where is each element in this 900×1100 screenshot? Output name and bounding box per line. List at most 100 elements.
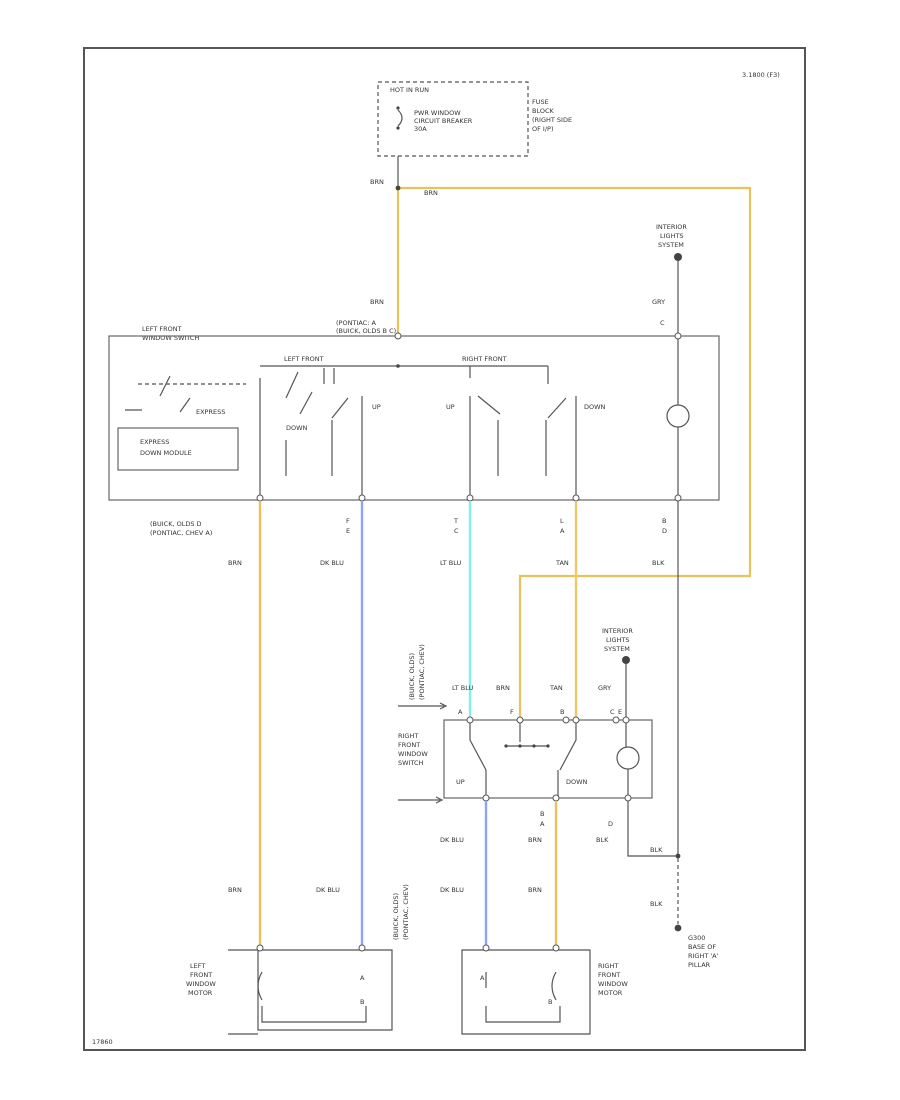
- wire-label-gry: GRY: [598, 684, 611, 692]
- interior-lights-2-terminal: [622, 656, 630, 664]
- ground-terminal: [674, 924, 682, 932]
- express-module-2: DOWN MODULE: [140, 449, 192, 457]
- left-switch-conn-2: (BUICK, OLDS B C): [336, 327, 396, 335]
- rs-bottom-pin-1: B: [540, 810, 544, 818]
- wire-label-dkblu3: DK BLU: [316, 886, 340, 894]
- right-up-label: UP: [446, 403, 455, 411]
- harness-note-1-line1: (BUICK, OLDS): [408, 653, 416, 700]
- right-switch-title-4: SWITCH: [398, 759, 424, 767]
- ground-splice-dot: [675, 853, 681, 859]
- splice-dot: [395, 185, 401, 191]
- express-label: EXPRESS: [196, 408, 225, 416]
- conn-pin-a-2: T: [453, 517, 458, 525]
- right-switch-pin-4: C: [610, 708, 615, 716]
- ground-label-4: PILLAR: [688, 961, 711, 969]
- interior-lights-2-line3: SYSTEM: [604, 645, 630, 653]
- conn-bottom-2: (PONTIAC, CHEV A): [150, 529, 212, 537]
- wire-label-tan1: TAN: [555, 559, 569, 567]
- right-front-window-motor: A B RIGHT FRONT WINDOW MOTOR: [461, 944, 628, 1035]
- left-switch-title-1: LEFT FRONT: [142, 325, 182, 333]
- right-switch-pin-2: F: [510, 708, 514, 716]
- conn-bottom-1: (BUICK, OLDS D: [150, 520, 202, 528]
- right-front-label: RIGHT FRONT: [462, 355, 507, 363]
- left-down-label: DOWN: [286, 424, 308, 432]
- right-motor-pin-b: B: [548, 998, 552, 1006]
- breaker-label-3: 30A: [414, 125, 427, 133]
- left-motor-label-4: MOTOR: [188, 989, 213, 997]
- harness-note-2-line1: (BUICK, OLDS): [392, 893, 400, 940]
- corner-note: 3.1800 (F3): [742, 71, 780, 79]
- interior-lights-2-line2: LIGHTS: [606, 636, 630, 644]
- left-front-label: LEFT FRONT: [284, 355, 324, 363]
- right-motor-label-3: WINDOW: [598, 980, 628, 988]
- wire-label-ltblu2: LT BLU: [452, 684, 474, 692]
- interior-lights-1-wire: GRY: [652, 298, 665, 306]
- wire-label-ltblu: LT BLU: [440, 559, 462, 567]
- left-switch-feed-wire: BRN: [370, 298, 384, 306]
- conn-pin-b-3: A: [560, 527, 565, 535]
- right-switch-title-2: FRONT: [398, 741, 420, 749]
- right-switch-title-1: RIGHT: [398, 732, 418, 740]
- conn-pin-b-4: D: [662, 527, 667, 535]
- wire-label-blk2: BLK: [596, 836, 609, 844]
- left-motor-label-1: LEFT: [190, 962, 205, 970]
- fuse-block-side-4: OF I/P): [532, 125, 553, 133]
- wire-label-brn2: BRN: [496, 684, 510, 692]
- right-motor-pin-a: A: [480, 974, 485, 982]
- wire-label-brn1: BRN: [228, 559, 242, 567]
- right-switch-title-3: WINDOW: [398, 750, 428, 758]
- interior-lights-1-line1: INTERIOR: [656, 223, 687, 231]
- rs-bottom-pin-2: A: [540, 820, 545, 828]
- interior-lights-1-terminal: [674, 253, 682, 261]
- splice-label-brn-left: BRN: [370, 178, 384, 186]
- fuse-block-side-2: BLOCK: [532, 107, 555, 115]
- conn-pin-a-4: B: [662, 517, 666, 525]
- right-switch-pin-3: B: [560, 708, 564, 716]
- left-motor-label-2: FRONT: [190, 971, 212, 979]
- breaker-label-2: CIRCUIT BREAKER: [414, 117, 473, 125]
- right-motor-label-4: MOTOR: [598, 989, 623, 997]
- ground-label-3: RIGHT 'A': [688, 952, 719, 960]
- wire-label-blk1: BLK: [652, 559, 665, 567]
- fuse-block: HOT IN RUN PWR WINDOW CIRCUIT BREAKER 30…: [377, 81, 572, 157]
- left-switch-title-2: WINDOW SWITCH: [142, 334, 199, 342]
- left-front-window-switch: LEFT FRONT WINDOW SWITCH (PONTIAC: A (BU…: [108, 298, 720, 502]
- right-front-window-switch: A F B C E RIGHT FRONT WINDOW SWITCH UP D…: [398, 708, 653, 802]
- wire-label-tan2: TAN: [549, 684, 563, 692]
- conn-pin-b-1: E: [346, 527, 350, 535]
- interior-lights-1-line3: SYSTEM: [658, 241, 684, 249]
- right-motor-label-2: FRONT: [598, 971, 620, 979]
- harness-note-2-line2: (PONTIAC, CHEV): [402, 884, 410, 940]
- left-switch-pin-top: C: [660, 319, 665, 327]
- diagram-frame: [83, 47, 806, 1051]
- right-down-label: DOWN: [584, 403, 606, 411]
- left-front-window-motor: A B LEFT FRONT WINDOW MOTOR: [186, 944, 393, 1035]
- right-switch-pin-1: A: [458, 708, 463, 716]
- rs-bottom-pin-3: D: [608, 820, 613, 828]
- left-up-label: UP: [372, 403, 381, 411]
- interior-lights-2-line1: INTERIOR: [602, 627, 633, 635]
- wire-label-brn3: BRN: [528, 836, 542, 844]
- fuse-block-side-1: FUSE: [532, 98, 549, 106]
- ground-label-2: BASE OF: [688, 943, 716, 951]
- figure-code: 17860: [92, 1038, 113, 1046]
- express-module-1: EXPRESS: [140, 438, 169, 446]
- hot-in-run-label: HOT IN RUN: [390, 86, 429, 94]
- brn-wire-to-right-switch: [398, 186, 752, 718]
- conn-pin-b-2: C: [454, 527, 459, 535]
- right-motor-label-1: RIGHT: [598, 962, 618, 970]
- wire-label-brn4: BRN: [228, 886, 242, 894]
- wire-label-dkblu1: DK BLU: [320, 559, 344, 567]
- wire-label-brn5: BRN: [528, 886, 542, 894]
- right-switch-pin-5: E: [618, 708, 622, 716]
- ground-label-1: G300: [688, 934, 705, 942]
- left-motor-label-3: WINDOW: [186, 980, 216, 988]
- wire-label-dkblu4: DK BLU: [440, 886, 464, 894]
- conn-pin-a-1: F: [346, 517, 350, 525]
- left-motor-pin-b: B: [360, 998, 364, 1006]
- conn-pin-a-3: L: [560, 517, 564, 525]
- splice-label-brn-top: BRN: [424, 189, 438, 197]
- harness-note-1-line2: (PONTIAC, CHEV): [418, 644, 426, 700]
- wire-label-dkblu2: DK BLU: [440, 836, 464, 844]
